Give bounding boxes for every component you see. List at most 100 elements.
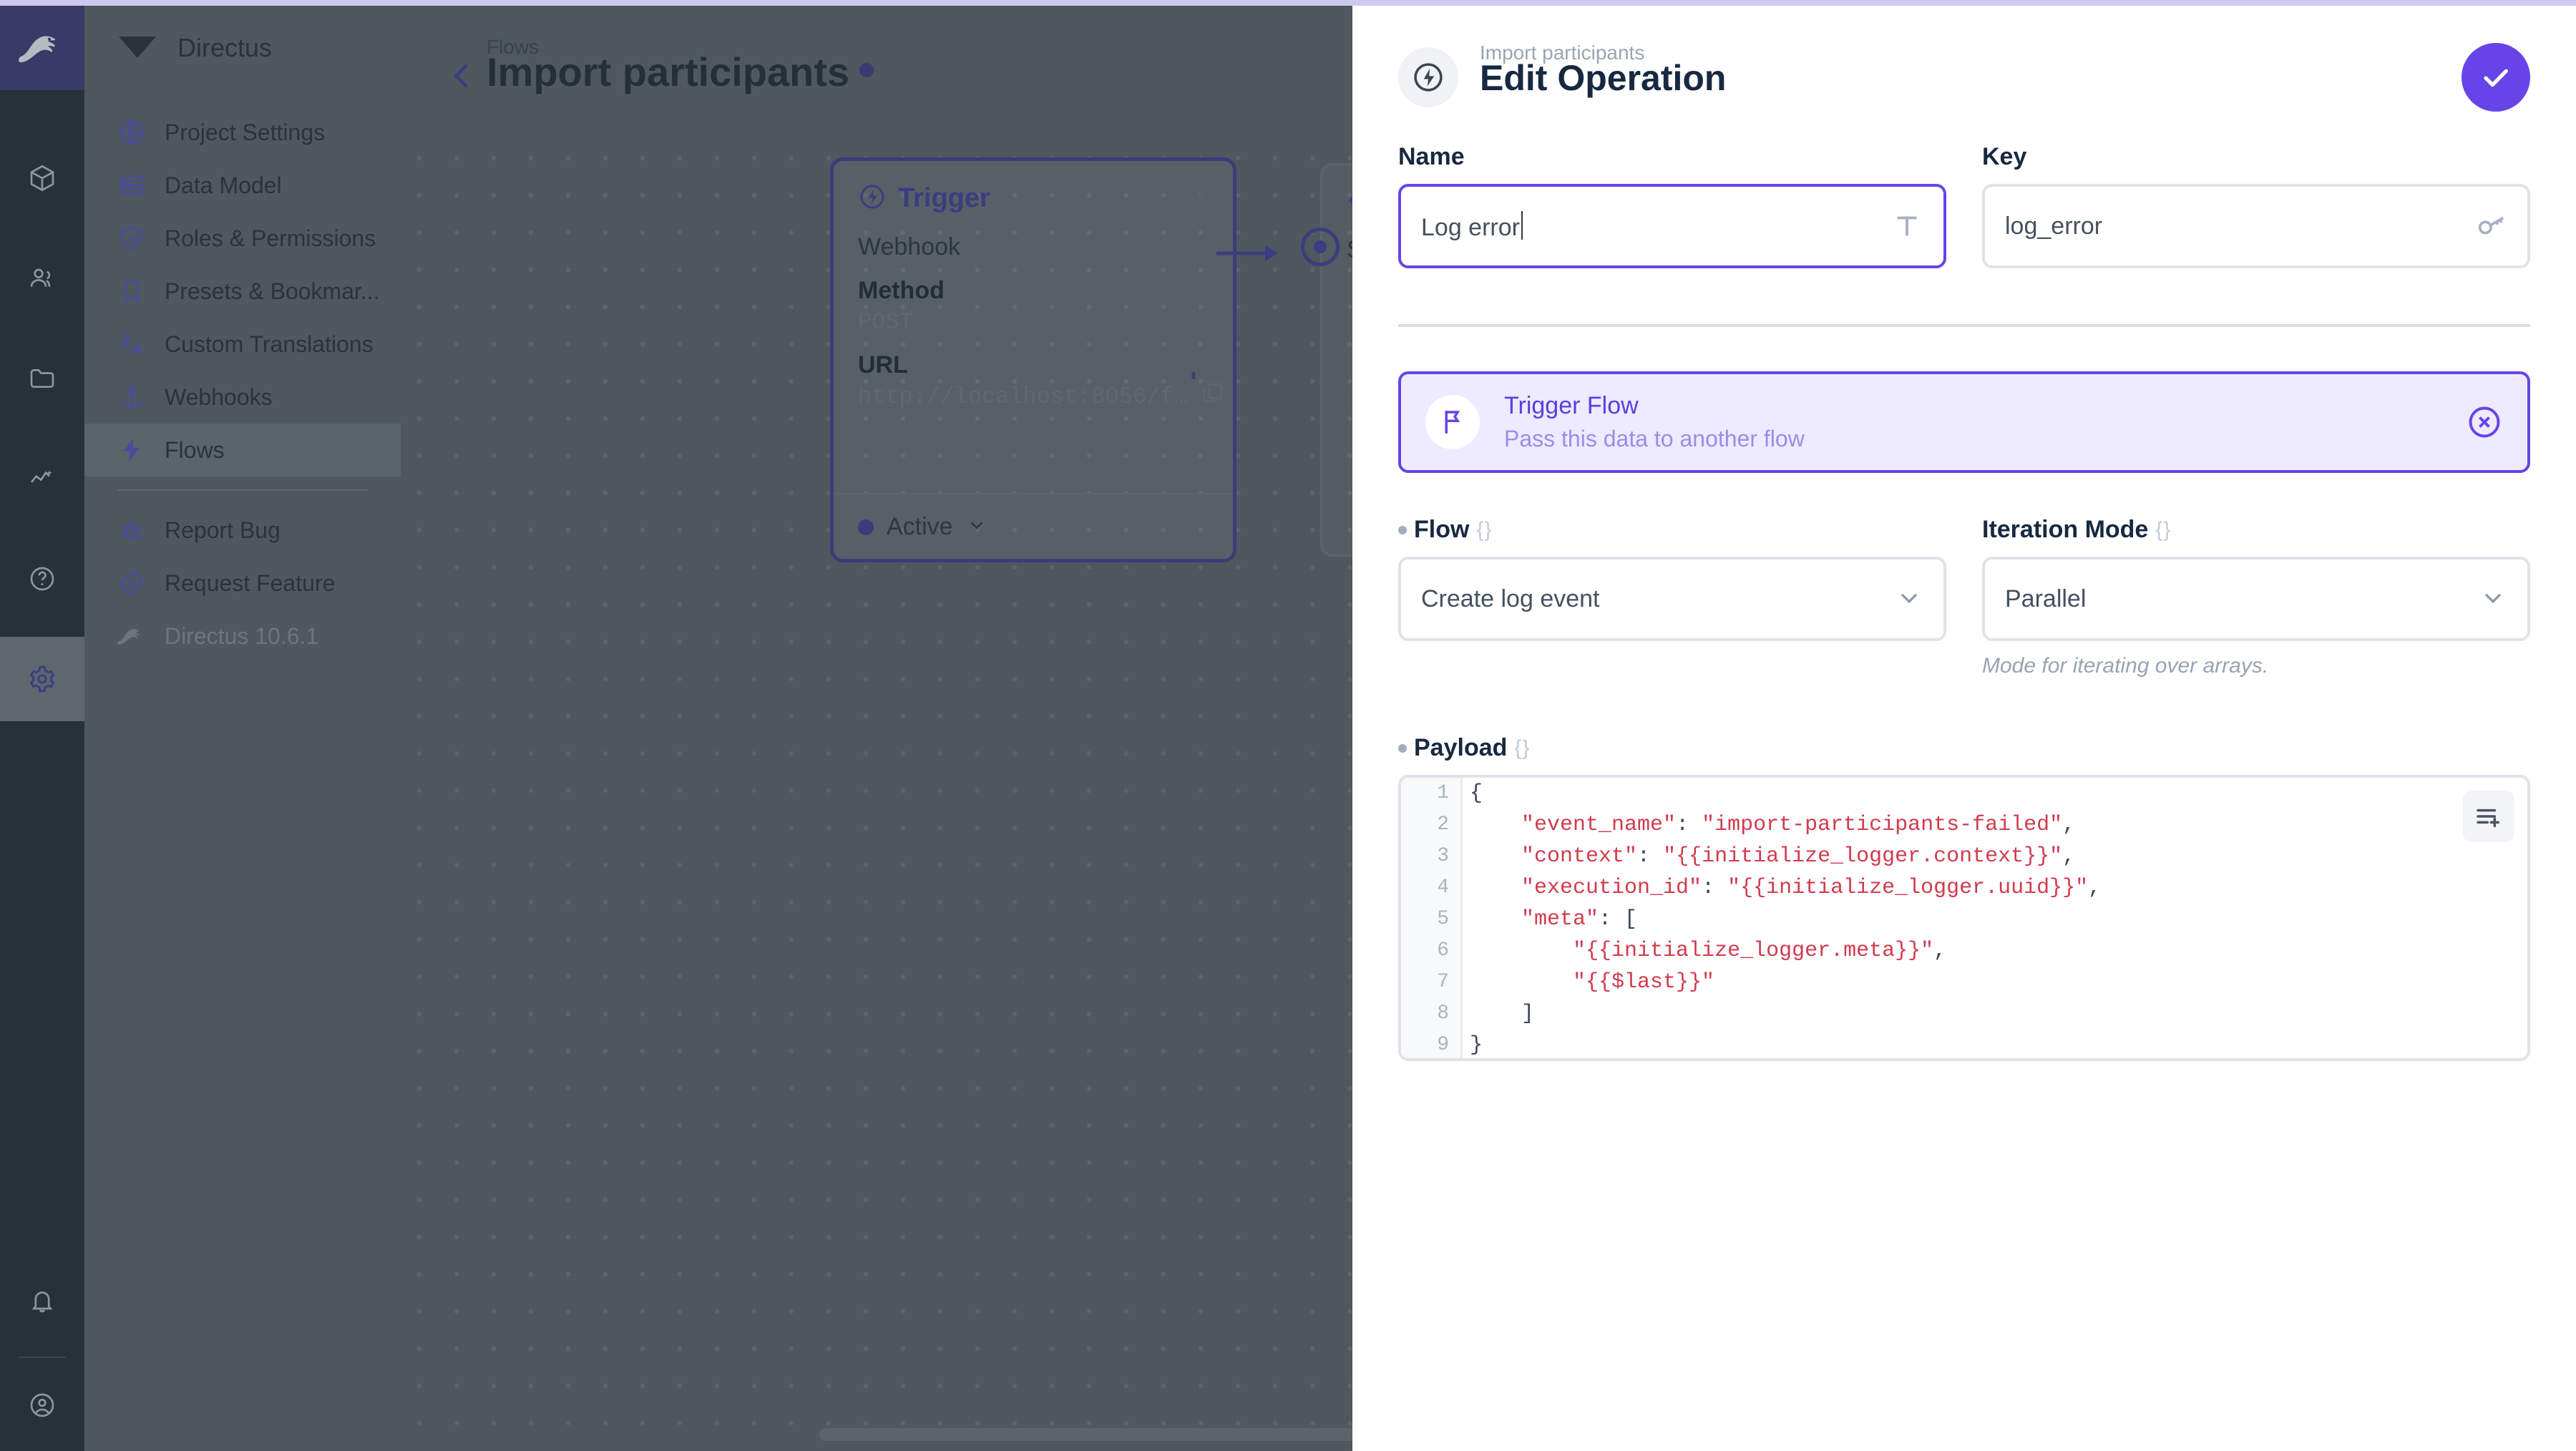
node-field-label: Method [858, 277, 945, 304]
key-icon [2474, 210, 2507, 243]
connector-line [1191, 371, 1196, 379]
flow-select[interactable]: Create log event [1398, 557, 1946, 641]
sidebar-item-settings[interactable] [0, 637, 84, 721]
status-dot [859, 63, 874, 77]
sidebar-item-report-bug[interactable]: Report Bug [84, 504, 401, 557]
code-content[interactable]: { "event_name": "import-participants-fai… [1470, 781, 2102, 1057]
verified-badge-icon [117, 569, 146, 597]
braces-icon: {} [1476, 517, 1493, 542]
sidebar-item-insights[interactable] [0, 436, 84, 521]
breadcrumb[interactable]: Flows [487, 36, 540, 58]
page-title-text: Import participants [487, 49, 850, 94]
close-circle-icon[interactable] [2466, 404, 2503, 441]
node-input-port[interactable] [1301, 228, 1340, 266]
sidebar-item-label: Roles & Permissions [165, 225, 376, 251]
project-header[interactable]: Directus [84, 6, 401, 90]
directus-rabbit-logo-icon [117, 622, 146, 650]
node-status-bar[interactable]: Active [834, 493, 1233, 559]
iteration-select-value: Parallel [2005, 585, 2087, 612]
iteration-label-text: Iteration Mode [1982, 516, 2149, 543]
page-loading-bar [0, 0, 2576, 6]
iteration-label: Iteration Mode {} [1982, 516, 2530, 544]
account-circle-icon[interactable] [0, 1363, 84, 1447]
project-name: Directus [177, 33, 273, 62]
sidebar-item-file-library[interactable] [0, 336, 84, 421]
iteration-select[interactable]: Parallel [1982, 557, 2530, 641]
key-field-group: Key log_error [1982, 143, 2530, 268]
bolt-circle-icon [858, 182, 887, 215]
braces-icon: {} [1514, 736, 1531, 760]
key-input-value: log_error [2005, 212, 2103, 240]
bell-icon[interactable] [0, 1259, 84, 1344]
playlist-add-icon[interactable] [2463, 791, 2514, 842]
directus-rabbit-logo-icon[interactable] [0, 6, 84, 90]
chevron-down-icon [2479, 583, 2507, 615]
sidebar-item-content[interactable] [0, 136, 84, 220]
node-type-label: Trigger [898, 183, 990, 213]
status-label: Active [887, 513, 953, 540]
sidebar-item-presets-bookmarks[interactable]: Presets & Bookmar... [84, 265, 401, 318]
node-subtitle: Webhook [858, 233, 961, 260]
node-field-value: http://localhost:8056/f… [858, 383, 1188, 410]
drawer-breadcrumb[interactable]: Import participants [1480, 41, 1645, 64]
sidebar-item-roles-permissions[interactable]: Roles & Permissions [84, 212, 401, 265]
sidebar-item-data-model[interactable]: Data Model [84, 159, 401, 212]
nav-divider [117, 489, 368, 491]
sidebar-item-flows[interactable]: Flows [84, 424, 401, 477]
node-field-value: POST [858, 309, 913, 336]
page-title: Import participants [487, 49, 874, 95]
sidebar-item-label: Directus 10.6.1 [165, 622, 319, 649]
settings-nav-panel: Directus Project Settings Data Model Rol… [84, 0, 401, 1451]
list-box-icon [117, 171, 146, 200]
payload-label: Payload {} [1398, 734, 2530, 762]
status-indicator-dot [858, 519, 874, 535]
sidebar-item-webhooks[interactable]: Webhooks [84, 371, 401, 424]
sidebar-item-help[interactable] [0, 537, 84, 621]
pencil-icon[interactable] [1181, 183, 1209, 214]
iteration-field-group: Iteration Mode {} Parallel Mode for iter… [1982, 516, 2530, 678]
copy-icon[interactable] [1201, 381, 1225, 409]
sidebar-item-label: Data Model [165, 172, 282, 198]
sidebar-item-user-directory[interactable] [0, 236, 84, 321]
sidebar-item-custom-translations[interactable]: Custom Translations [84, 318, 401, 371]
sidebar-item-project-settings[interactable]: Project Settings [84, 106, 401, 159]
name-field-group: Name Log error [1398, 143, 1946, 268]
edit-operation-drawer: Import participants Edit Operation Name … [1352, 6, 2576, 1451]
name-input[interactable]: Log error [1398, 184, 1946, 268]
bookmark-icon [117, 277, 146, 306]
operation-type-card[interactable]: Trigger Flow Pass this data to another f… [1398, 371, 2530, 473]
arrow-left-icon[interactable] [429, 43, 495, 109]
translate-icon [117, 330, 146, 358]
nav-list: Project Settings Data Model Roles & Perm… [84, 106, 401, 663]
chevron-down-icon[interactable] [966, 514, 987, 539]
key-input[interactable]: log_error [1982, 184, 2530, 268]
flow-select-value: Create log event [1421, 585, 1600, 612]
required-dot [1398, 525, 1407, 534]
connector-line [1216, 245, 1278, 261]
sidebar-item-label: Webhooks [165, 383, 273, 410]
node-field-label: URL [858, 351, 908, 378]
flag-icon [1425, 395, 1480, 449]
name-label: Name [1398, 143, 1465, 170]
save-button[interactable] [2462, 43, 2530, 112]
section-divider [1398, 324, 2530, 327]
module-bar [0, 0, 84, 1451]
sidebar-item-version: Directus 10.6.1 [84, 610, 401, 663]
chevron-down-icon [1895, 583, 1923, 615]
sidebar-item-request-feature[interactable]: Request Feature [84, 557, 401, 610]
sidebar-item-label: Custom Translations [165, 331, 374, 357]
name-input-value: Log error [1421, 210, 1890, 242]
required-dot [1398, 743, 1407, 753]
operation-type-title: Trigger Flow [1504, 392, 1639, 419]
trigger-node[interactable]: Trigger Webhook Method POST URL http://l… [830, 157, 1236, 562]
bug-report-icon [117, 516, 146, 544]
name-key-row: Name Log error Key log_error [1398, 143, 2530, 268]
flow-iteration-row: Flow {} Create log event Iteration Mode … [1398, 516, 2530, 678]
drawer-title: Edit Operation [1480, 58, 1727, 98]
anchor-icon [117, 383, 146, 411]
operation-type-subtitle: Pass this data to another flow [1504, 426, 1805, 451]
flow-field-group: Flow {} Create log event [1398, 516, 1946, 678]
